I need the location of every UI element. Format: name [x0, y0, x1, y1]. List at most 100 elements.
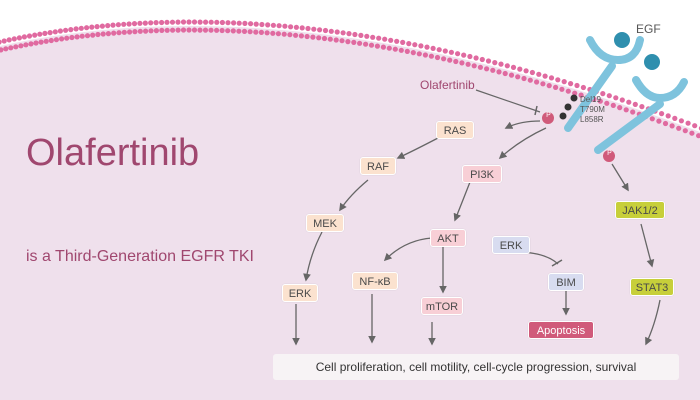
membrane-dot: [137, 28, 143, 34]
membrane-dot: [364, 33, 370, 39]
egf-label: EGF: [636, 22, 661, 36]
arrow-pi3k-akt: [453, 181, 471, 222]
membrane-dot: [247, 29, 253, 35]
membrane-dot: [521, 75, 527, 82]
membrane-dot: [304, 33, 310, 40]
membrane-dot: [553, 84, 559, 90]
membrane-dot: [127, 29, 133, 35]
membrane-dot: [696, 133, 700, 139]
membrane-dot: [180, 19, 187, 25]
membrane-dot: [95, 31, 101, 38]
membrane-dot: [64, 35, 70, 41]
membrane-dot: [121, 29, 127, 35]
membrane-dot: [610, 102, 616, 108]
membrane-dot: [276, 23, 282, 29]
membrane-dot: [248, 21, 254, 27]
membrane-dot: [604, 100, 610, 106]
membrane-dot: [424, 44, 430, 50]
membrane-dot: [380, 44, 386, 50]
membrane-dot: [406, 41, 412, 47]
membrane-dot: [164, 27, 170, 33]
membrane-dot: [321, 35, 328, 42]
membrane-dot: [436, 47, 442, 53]
membrane-dot: [100, 31, 106, 37]
inhibition-line: [475, 89, 541, 113]
membrane-dot: [259, 21, 265, 28]
membrane-dot: [298, 33, 304, 39]
membrane-dot: [208, 27, 214, 33]
membrane-dot: [600, 91, 606, 97]
arrow-ras-raf: [396, 137, 439, 159]
mutation-dot: [564, 103, 572, 111]
membrane-dot: [358, 32, 364, 39]
node-nfkb: NF-κB: [352, 272, 398, 290]
membrane-dot: [416, 51, 422, 57]
arrow-jak-stat: [640, 223, 655, 268]
membrane-dot: [293, 32, 299, 38]
membrane-dot: [510, 64, 517, 70]
membrane-dot: [555, 77, 561, 83]
membrane-dot: [467, 53, 473, 60]
membrane-dot: [619, 97, 625, 103]
membrane-dot: [412, 42, 418, 48]
membrane-dot: [370, 34, 376, 40]
membrane-dot: [231, 20, 237, 26]
membrane-dot: [442, 48, 448, 54]
membrane-dot: [3, 46, 9, 52]
egf-ligand: [644, 54, 660, 70]
membrane-dot: [632, 101, 638, 107]
membrane-dot: [202, 27, 209, 33]
membrane-dot: [175, 27, 181, 33]
page-title: Olafertinib: [26, 132, 200, 174]
mutation-list: Del19 T790M L858R: [580, 95, 605, 125]
membrane-dot: [0, 39, 2, 45]
membrane-dot: [682, 128, 688, 134]
membrane-dot: [105, 23, 111, 29]
membrane-dot: [523, 68, 529, 74]
mutation-label: T790M: [580, 105, 605, 114]
membrane-dot: [418, 43, 424, 49]
membrane-dot: [16, 35, 22, 41]
membrane-dot: [322, 27, 329, 34]
membrane-dot: [649, 116, 655, 122]
membrane-dot: [669, 123, 675, 129]
membrane-dot: [448, 49, 454, 55]
membrane-dot: [281, 31, 287, 37]
membrane-dot: [79, 33, 85, 39]
membrane-dot: [32, 32, 38, 38]
membrane-dot: [148, 20, 154, 26]
membrane-dot: [38, 39, 44, 45]
membrane-dot: [626, 99, 632, 105]
phospho-label-left: P: [546, 112, 551, 119]
membrane-dot: [191, 19, 198, 25]
membrane-dot: [346, 30, 352, 37]
membrane-dot: [572, 90, 578, 96]
node-pi3k: PI3K: [462, 165, 502, 183]
membrane-dot: [639, 104, 645, 110]
membrane-dot: [270, 22, 276, 28]
membrane-dot: [363, 41, 369, 47]
membrane-dot: [477, 64, 483, 70]
membrane-dot: [517, 66, 523, 72]
membrane-dot: [116, 30, 122, 36]
membrane-dot: [345, 39, 351, 45]
phospho-label-right: P: [607, 150, 612, 157]
membrane-dot: [656, 118, 662, 124]
membrane-dot: [59, 36, 65, 42]
membrane-dot: [434, 54, 441, 61]
membrane-dot: [11, 36, 17, 42]
membrane-dot: [394, 38, 400, 44]
membrane-dot: [461, 52, 467, 58]
membrane-dot: [317, 27, 323, 33]
mutation-dot: [559, 112, 567, 120]
arrow-mek-erk: [303, 231, 323, 282]
node-bim: BIM: [548, 273, 584, 291]
membrane-dot: [241, 28, 248, 34]
page-subtitle: is a Third-Generation EGFR TKI: [26, 248, 254, 265]
membrane-dot: [484, 66, 490, 72]
membrane-dot: [422, 52, 428, 58]
membrane-dot: [376, 35, 382, 41]
membrane-dot: [137, 20, 143, 26]
membrane-dot: [548, 75, 555, 81]
membrane-dot: [310, 34, 316, 40]
